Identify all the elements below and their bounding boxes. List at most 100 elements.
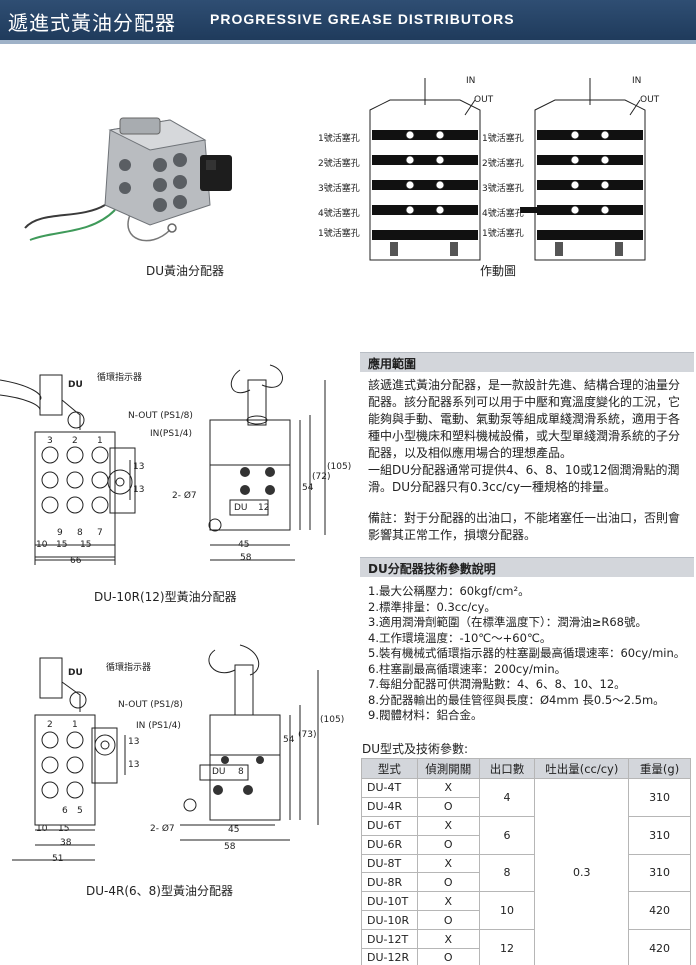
- d1-du-mark-side: DU: [234, 503, 248, 513]
- application-heading-bar: 應用範圍: [360, 352, 694, 372]
- d1-port-9: 9: [57, 528, 63, 538]
- cell-weight: 310: [628, 853, 691, 893]
- cell-model: DU-8T: [361, 853, 418, 874]
- d2-dim-105: (105): [320, 715, 345, 725]
- cell-model: DU-10T: [361, 891, 418, 912]
- table-row: DU-6R O: [361, 834, 691, 855]
- d2-dim-73: (73): [298, 730, 317, 740]
- d1-dim-12: 12: [258, 503, 270, 513]
- cell-switch: X: [416, 815, 480, 836]
- drawing1-caption: DU-10R(12)型黃油分配器: [94, 590, 237, 604]
- table-row: DU-8T X 8 310: [361, 853, 691, 893]
- drawing-du10r: [0, 364, 326, 565]
- table-row: DU-8R O: [361, 872, 691, 893]
- cell-outlets: 12: [478, 929, 536, 965]
- d1-port-2: 2: [72, 436, 78, 446]
- application-heading: 應用範圍: [368, 357, 417, 371]
- drawing-du4r: [12, 644, 319, 861]
- spec-item-2: 2.標準排量：0.3cc/cy。: [368, 599, 496, 614]
- spec-item-9: 9.閥體材料：鋁合金。: [368, 708, 483, 722]
- left-label-4: 4號活塞孔: [318, 209, 360, 219]
- cell-switch: O: [416, 872, 480, 893]
- d2-dim-13a: 13: [128, 737, 140, 747]
- cell-weight: 420: [628, 891, 691, 931]
- cell-switch: O: [416, 834, 480, 855]
- page-title: 遞進式黃油分配器: [8, 11, 176, 35]
- cell-model: DU-4R: [361, 796, 418, 817]
- table-row: DU-12R O: [361, 948, 691, 965]
- cell-outlets: 10: [478, 891, 536, 931]
- left-label-3: 3號活塞孔: [318, 184, 360, 194]
- d1-dim-66: 66: [70, 556, 82, 566]
- d1-dim-58: 58: [240, 553, 252, 563]
- d2-dim-8: 8: [238, 767, 244, 777]
- specs-heading-bar: DU分配器技術參數說明: [360, 557, 694, 577]
- photo-caption: DU黃油分配器: [146, 264, 225, 278]
- product-photo: [24, 117, 232, 242]
- d2-dim-58: 58: [224, 842, 236, 852]
- d1-port-3: 3: [47, 436, 53, 446]
- d2-nout-label: N-OUT (PS1/8): [118, 700, 183, 710]
- d1-dim-72: (72): [312, 472, 331, 482]
- operation-diagram: [369, 78, 646, 261]
- col-header-weight: 重量(g): [628, 758, 691, 779]
- d2-in-label: IN (PS1/4): [136, 721, 181, 731]
- spec-item-6: 6.柱塞副最高循環速率：200cy/min。: [368, 661, 567, 676]
- table-row: DU-12T X 12 420: [361, 929, 691, 965]
- cell-switch: X: [416, 929, 480, 950]
- d1-port-7: 7: [97, 528, 103, 538]
- page-title-english: PROGRESSIVE GREASE DISTRIBUTORS: [210, 11, 515, 27]
- d2-dim-45: 45: [228, 825, 240, 835]
- table-row: DU-10R O: [361, 910, 691, 931]
- d2-port-2: 2: [47, 720, 53, 730]
- application-paragraph-2: 一組DU分配器通常可提供4、6、8、10或12個潤滑點的潤滑。DU分配器只有0.…: [368, 463, 680, 494]
- spec-item-4: 4.工作環境溫度：-10℃～+60℃。: [368, 630, 552, 645]
- d2-dim-51: 51: [52, 854, 64, 864]
- d1-dim-45: 45: [238, 540, 250, 550]
- d2-dim-54: 54: [283, 735, 295, 745]
- table-row: DU-4R O: [361, 796, 691, 817]
- d1-dim-105: (105): [327, 462, 352, 472]
- d2-port-1: 1: [72, 720, 78, 730]
- cell-switch: O: [416, 948, 480, 965]
- cell-model: DU-4T: [361, 778, 418, 798]
- spec-item-1: 1.最大公稱壓力：60kgf/cm²。: [368, 584, 530, 598]
- right-label-2: 2號活塞孔: [482, 159, 524, 169]
- right-label-4: 4號活塞孔: [482, 209, 524, 219]
- d2-port-6: 6: [62, 806, 68, 816]
- d1-hole-label: 2- Ø7: [172, 491, 197, 501]
- d2-hole-label: 2- Ø7: [150, 824, 175, 834]
- cell-switch: O: [416, 796, 480, 817]
- cell-model: DU-6R: [361, 834, 418, 855]
- col-header-switch: 偵測開關: [416, 758, 480, 779]
- cell-model: DU-10R: [361, 910, 418, 931]
- col-header-discharge: 吐出量(cc/cy): [534, 758, 630, 779]
- cell-model: DU-12T: [361, 929, 418, 950]
- cell-outlets: 4: [478, 778, 536, 817]
- d1-port-1: 1: [97, 436, 103, 446]
- left-label-1: 1號活塞孔: [318, 134, 360, 144]
- cell-model: DU-6T: [361, 815, 418, 836]
- d1-dim-54: 54: [302, 483, 314, 493]
- cell-switch: X: [416, 891, 480, 912]
- cell-weight: 310: [628, 815, 691, 855]
- out-label-left: OUT: [474, 95, 494, 105]
- d1-du-mark: DU: [68, 380, 83, 390]
- operation-caption: 作動圖: [480, 264, 517, 278]
- d1-dim-13a: 13: [133, 462, 145, 472]
- d1-port-8: 8: [77, 528, 83, 538]
- cell-weight: 310: [628, 778, 691, 817]
- cell-weight: 420: [628, 929, 691, 965]
- d2-du-mark: DU: [68, 668, 83, 678]
- d1-dim-10: 10: [36, 540, 48, 550]
- drawing2-caption: DU-4R(6、8)型黃油分配器: [86, 884, 233, 898]
- spec-item-7: 7.每組分配器可供潤滑點數：4、6、8、10、12。: [368, 677, 626, 691]
- application-note: 備註：對于分配器的出油口，不能堵塞任一出油口，否則會影響其正常工作，損壞分配器。: [368, 511, 681, 542]
- d2-dim-10: 10: [36, 824, 48, 834]
- spec-item-3: 3.適用潤滑劑範圍（在標準溫度下）：潤滑油≥R68號。: [368, 615, 647, 629]
- table-row: DU-10T X 10 420: [361, 891, 691, 931]
- page-header: 遞進式黃油分配器 PROGRESSIVE GREASE DISTRIBUTORS: [0, 0, 696, 40]
- d2-dim-15: 15: [58, 824, 70, 834]
- left-label-2: 2號活塞孔: [318, 159, 360, 169]
- right-label-1: 1號活塞孔: [482, 134, 524, 144]
